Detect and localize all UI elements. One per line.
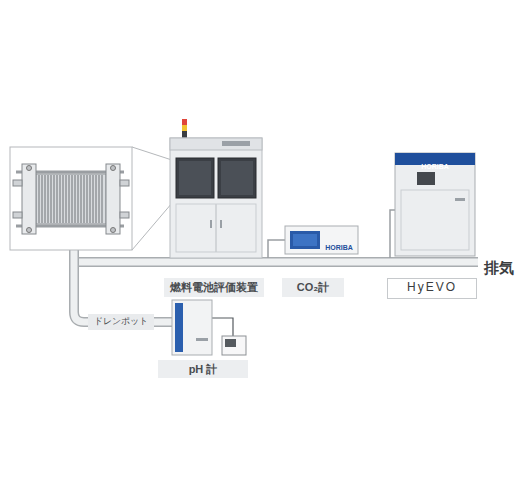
stack-callout-box <box>10 147 132 250</box>
label-text: ドレンポット <box>94 317 148 327</box>
device-label: pH 計 <box>158 360 248 378</box>
part-label: ドレンポット <box>88 314 154 330</box>
co2-meter <box>268 226 358 258</box>
logo-label: HyEVO <box>387 278 477 299</box>
fuel-cell-stack <box>13 164 129 234</box>
label-text: 燃料電池評価装置 <box>170 281 258 293</box>
exhaust-pipe <box>74 257 478 267</box>
ph-meter <box>172 300 246 355</box>
label-text: HORIBA <box>421 163 449 171</box>
label-text: HyEVO <box>407 281 457 294</box>
evaluation-cabinet <box>170 119 262 258</box>
label-text: pH 計 <box>189 363 218 375</box>
label-text: HORIBA <box>325 244 353 252</box>
exhaust-pipe-inner <box>74 259 478 266</box>
label-text: CO₂計 <box>297 281 329 293</box>
exhaust-label: 排気 <box>484 259 514 277</box>
brand-logo: HORIBA <box>421 155 449 173</box>
device-label: 燃料電池評価装置 <box>164 278 264 297</box>
brand-logo: HORIBA <box>325 236 353 254</box>
device-label: CO₂計 <box>282 278 344 297</box>
hyevo-unit <box>390 153 475 258</box>
label-text: 排気 <box>484 260 514 277</box>
